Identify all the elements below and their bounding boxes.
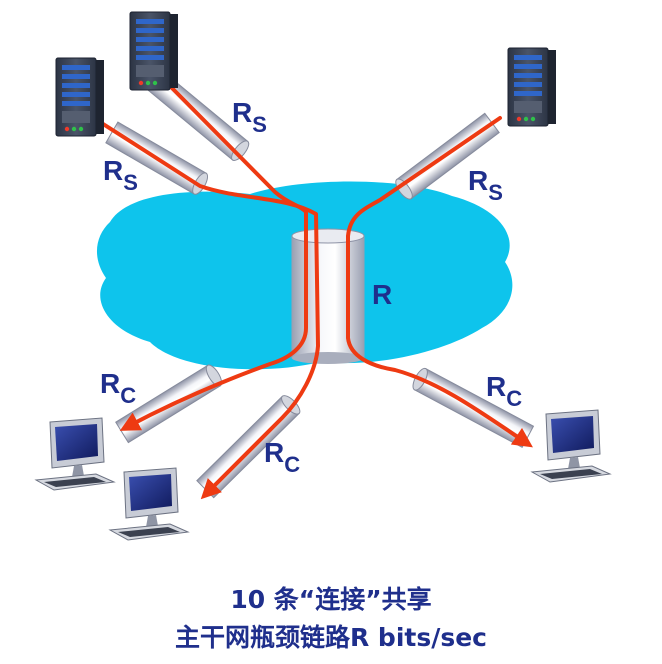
caption-line-1: 10 条“连接”共享: [230, 585, 432, 614]
server-link-label: RS: [468, 165, 503, 205]
server-icon: [507, 47, 557, 127]
server-link-label: RS: [232, 97, 267, 137]
caption-line-2: 主干网瓶颈链路R bits/sec: [174, 623, 488, 652]
client-link-pipe: [196, 395, 301, 499]
desktop-computer-icon: [35, 417, 115, 491]
client-link-label: RC: [100, 368, 136, 408]
server-icon: [55, 57, 105, 137]
desktop-computer-icon: [109, 467, 189, 541]
flow-path: [346, 116, 533, 448]
bottleneck-link-label: R: [372, 279, 392, 310]
server-link-label: RS: [103, 155, 138, 195]
server-icon: [129, 11, 179, 91]
client-link-label: RC: [486, 371, 522, 411]
desktop-computer-icon: [531, 409, 611, 483]
flow-path: [98, 120, 320, 500]
client-link-label: RC: [264, 437, 300, 477]
